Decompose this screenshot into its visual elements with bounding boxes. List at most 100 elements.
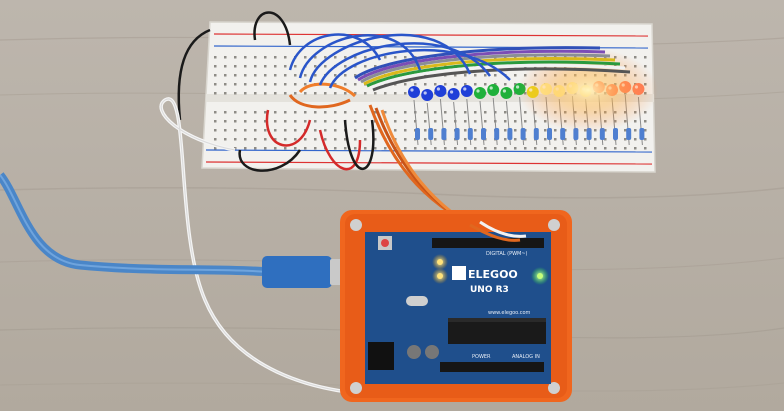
led-highlight	[489, 86, 493, 90]
breadboard-hole	[364, 138, 367, 141]
breadboard-hole	[284, 138, 287, 141]
breadboard-hole	[584, 147, 587, 150]
breadboard-hole	[574, 147, 577, 150]
led-highlight	[410, 88, 414, 92]
breadboard-hole	[294, 83, 297, 86]
breadboard-hole	[464, 111, 467, 114]
breadboard-hole	[554, 129, 557, 132]
breadboard-hole	[394, 111, 397, 114]
analog-power-header	[440, 362, 544, 372]
breadboard-hole	[594, 138, 597, 141]
breadboard-hole	[284, 83, 287, 86]
breadboard-hole	[374, 129, 377, 132]
led-blue	[447, 88, 460, 100]
breadboard-hole	[334, 92, 337, 95]
breadboard-hole	[344, 56, 347, 59]
breadboard-hole	[564, 147, 567, 150]
breadboard-hole	[234, 65, 237, 68]
breadboard-hole	[364, 65, 367, 68]
breadboard-hole	[214, 56, 217, 59]
breadboard-hole	[334, 56, 337, 59]
breadboard-hole	[384, 147, 387, 150]
breadboard-hole	[234, 138, 237, 141]
breadboard-hole	[394, 120, 397, 123]
breadboard-hole	[424, 147, 427, 150]
breadboard-hole	[484, 83, 487, 86]
analog-label: ANALOG IN	[512, 354, 540, 360]
breadboard-hole	[244, 129, 247, 132]
breadboard-hole	[404, 92, 407, 95]
breadboard-hole	[254, 65, 257, 68]
breadboard-hole	[504, 138, 507, 141]
breadboard-hole	[384, 111, 387, 114]
breadboard-hole	[434, 120, 437, 123]
breadboard-hole	[334, 111, 337, 114]
breadboard-hole	[264, 147, 267, 150]
breadboard-hole	[444, 83, 447, 86]
breadboard-hole	[414, 120, 417, 123]
breadboard-hole	[484, 111, 487, 114]
breadboard-hole	[454, 111, 457, 114]
breadboard-hole	[344, 147, 347, 150]
breadboard-hole	[214, 74, 217, 77]
resistor	[441, 128, 447, 140]
breadboard-hole	[214, 147, 217, 150]
breadboard-hole	[264, 56, 267, 59]
breadboard-hole	[294, 65, 297, 68]
breadboard-hole	[424, 120, 427, 123]
breadboard-hole	[304, 111, 307, 114]
breadboard-hole	[514, 83, 517, 86]
led-highlight	[450, 90, 454, 94]
resistor	[533, 128, 539, 140]
breadboard-hole	[444, 120, 447, 123]
brand-label: ELEGOO	[468, 268, 518, 281]
breadboard-hole	[364, 120, 367, 123]
breadboard-hole	[404, 83, 407, 86]
breadboard-hole	[314, 92, 317, 95]
breadboard-hole	[244, 92, 247, 95]
breadboard-hole	[324, 138, 327, 141]
breadboard-hole	[334, 129, 337, 132]
breadboard-hole	[524, 56, 527, 59]
resistor	[467, 128, 473, 140]
breadboard-hole	[224, 138, 227, 141]
breadboard-hole	[264, 92, 267, 95]
breadboard-hole	[534, 120, 537, 123]
misc-wires	[177, 11, 375, 172]
breadboard-hole	[304, 120, 307, 123]
breadboard-hole	[504, 83, 507, 86]
breadboard-hole	[474, 111, 477, 114]
atmega-chip	[448, 322, 546, 344]
model-label: UNO R3	[470, 285, 509, 295]
breadboard-hole	[294, 111, 297, 114]
breadboard-hole	[374, 65, 377, 68]
breadboard-hole	[294, 92, 297, 95]
breadboard-hole	[284, 120, 287, 123]
breadboard-hole	[224, 129, 227, 132]
breadboard-hole	[284, 92, 287, 95]
breadboard-hole	[314, 65, 317, 68]
breadboard-hole	[224, 92, 227, 95]
breadboard-hole	[474, 138, 477, 141]
breadboard-hole	[404, 111, 407, 114]
breadboard-hole	[214, 111, 217, 114]
breadboard-hole	[214, 120, 217, 123]
breadboard-hole	[594, 147, 597, 150]
breadboard-hole	[634, 138, 637, 141]
breadboard-hole	[444, 111, 447, 114]
breadboard-hole	[224, 83, 227, 86]
breadboard-hole	[214, 138, 217, 141]
breadboard-hole	[244, 120, 247, 123]
breadboard-hole	[644, 138, 647, 141]
breadboard-hole	[314, 111, 317, 114]
breadboard-hole	[224, 74, 227, 77]
breadboard-hole	[324, 56, 327, 59]
breadboard-hole	[584, 138, 587, 141]
breadboard-hole	[414, 83, 417, 86]
led-green	[500, 87, 513, 99]
breadboard-hole	[254, 111, 257, 114]
breadboard-hole	[314, 147, 317, 150]
breadboard-hole	[524, 120, 527, 123]
breadboard-hole	[234, 56, 237, 59]
